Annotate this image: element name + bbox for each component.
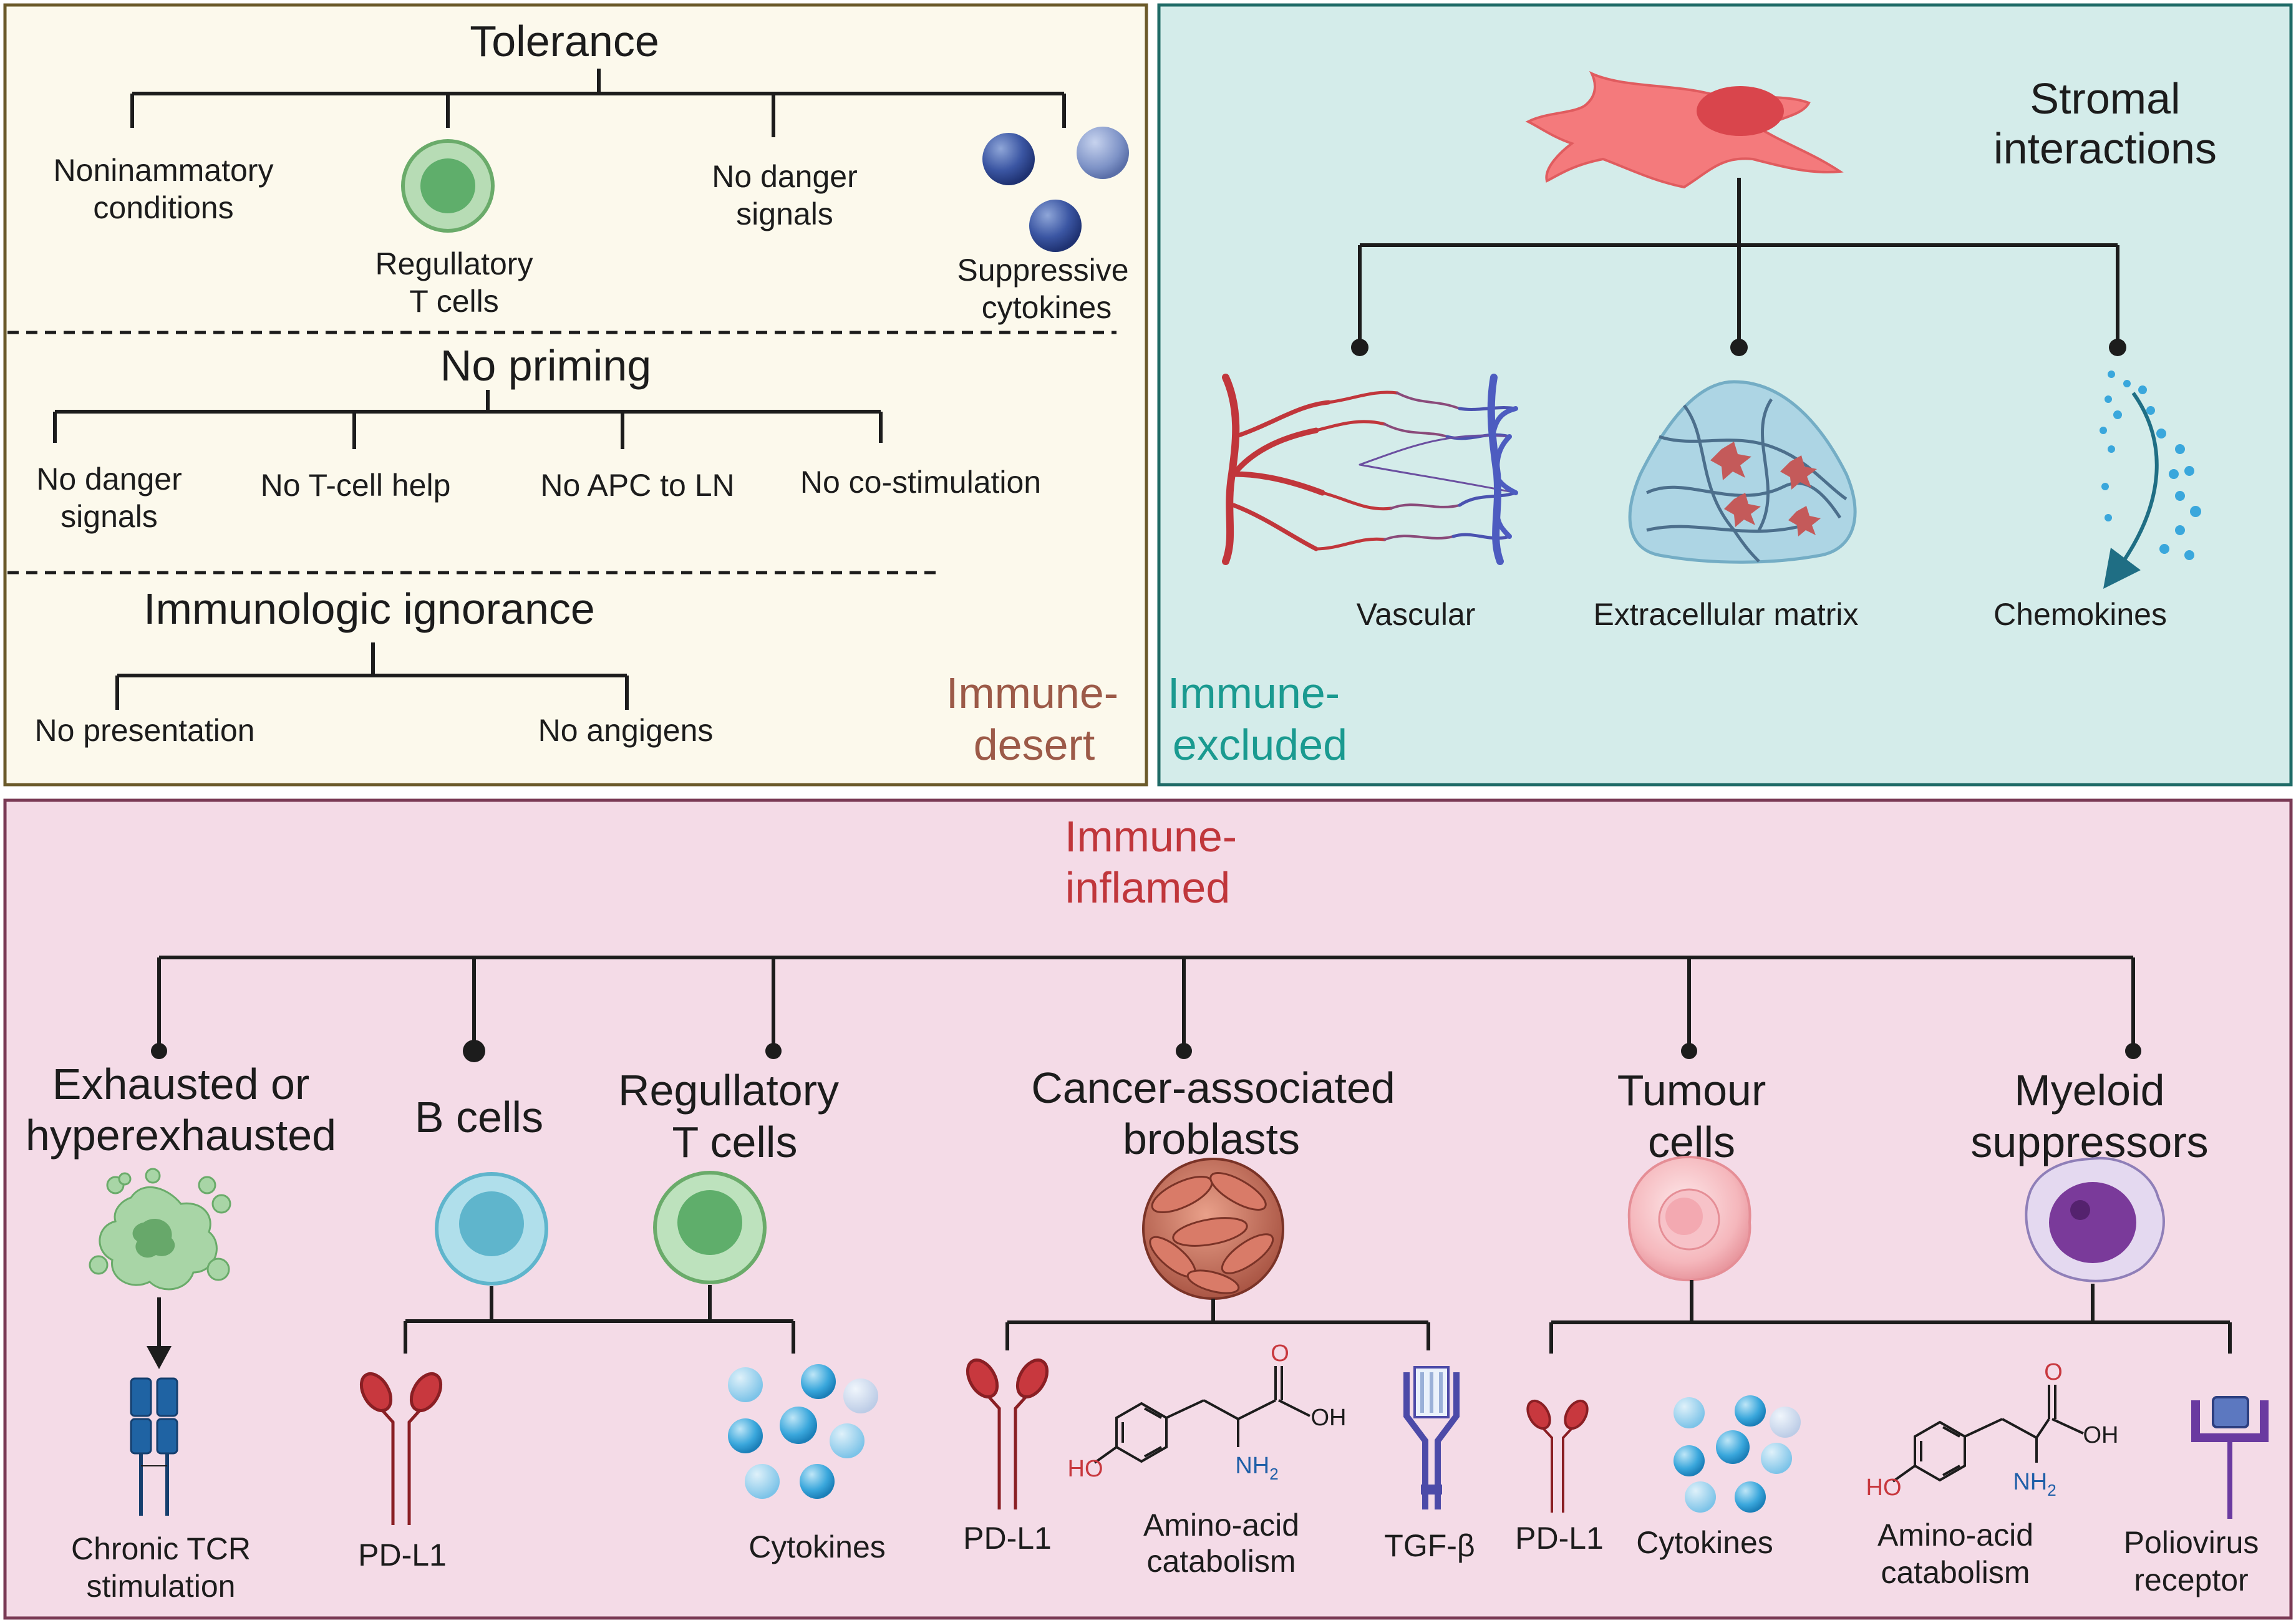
mech-bt-pdl1: PD-L1 — [358, 1538, 447, 1572]
cytokines-icon — [728, 1364, 878, 1499]
exhausted-t-cell-icon — [89, 1168, 231, 1291]
tolerance-item-signals: signals — [736, 196, 833, 231]
tolerance-item-tregs-2: T cells — [409, 284, 499, 319]
tyrosine-structure-icon — [1093, 1366, 1310, 1464]
chem-ho: HO — [1068, 1456, 1103, 1482]
tm-tree — [1549, 1280, 2232, 1354]
priming-item-no-tcell-help: No T-cell help — [261, 468, 451, 503]
stromal-heading: Stromal — [2030, 74, 2180, 123]
chem-o: O — [1271, 1340, 1289, 1367]
chem-oh: OH — [1311, 1405, 1347, 1431]
tolerance-item-noninflammatory: Noninammatory — [54, 153, 274, 188]
priming-item-no-danger-2: signals — [61, 499, 158, 534]
immune-desert-panel — [3, 3, 1148, 787]
mech-tgf-beta: TGF-β — [1384, 1528, 1475, 1563]
poliovirus-receptor-icon — [2191, 1396, 2269, 1519]
inflamed-group-myeloid: Myeloid — [2014, 1066, 2164, 1115]
chem-nh2: NH2 — [1235, 1453, 1278, 1483]
inflamed-group-caf: Cancer-associated — [1031, 1063, 1395, 1112]
tyrosine-structure-icon — [1892, 1385, 2084, 1483]
immune-inflamed-title: Immune- — [1065, 812, 1237, 861]
mech-tm-pdl1: PD-L1 — [1515, 1521, 1604, 1556]
inflamed-group-exhausted-2: hyperexhausted — [26, 1111, 336, 1160]
priming-tree — [53, 390, 883, 449]
ignorance-heading: Immunologic ignorance — [143, 584, 595, 633]
immune-excluded-title-2: excluded — [1173, 720, 1347, 769]
stromal-heading-2: interactions — [1993, 124, 2217, 173]
b-cell-icon — [435, 1172, 548, 1286]
tcr-icon — [130, 1377, 178, 1516]
mech-tm-cytokines: Cytokines — [1636, 1525, 1773, 1560]
fibroblast-icon — [1525, 70, 1844, 189]
caf-tree — [1005, 1299, 1430, 1350]
tolerance-item-noninflammatory-2: conditions — [93, 190, 233, 225]
ignorance-item-no-presentation: No presentation — [34, 713, 254, 748]
priming-item-no-danger: No danger — [36, 462, 182, 497]
inflamed-group-tumour: Tumour — [1617, 1066, 1766, 1115]
ignorance-item-no-antigens: No angigens — [538, 713, 714, 748]
excluded-item-chemokines: Chemokines — [1993, 597, 2167, 632]
caf-icon — [1142, 1158, 1284, 1300]
excluded-item-vascular: Vascular — [1357, 597, 1476, 632]
tolerance-item-tregs: Regullatory — [375, 246, 533, 281]
ignorance-tree — [115, 642, 629, 710]
inflamed-group-tregs: Regullatory — [618, 1066, 839, 1115]
pd-l1-icon — [966, 1359, 1049, 1509]
regulatory-t-cell-icon — [653, 1171, 767, 1284]
priming-item-no-costim: No co-stimulation — [800, 465, 1041, 500]
mech-bt-cytokines: Cytokines — [748, 1529, 886, 1564]
immune-desert-title: Immune- — [946, 669, 1118, 717]
tolerance-heading: Tolerance — [470, 17, 659, 65]
immune-inflamed-title-2: inflamed — [1065, 863, 1231, 912]
immune-desert-title-2: desert — [974, 720, 1095, 769]
tolerance-tree — [130, 69, 1066, 137]
inflamed-group-tregs-2: T cells — [672, 1118, 798, 1166]
inflamed-group-exhausted: Exhausted or — [52, 1060, 309, 1108]
mech-tm-aa-2: catabolism — [1881, 1555, 2030, 1590]
excluded-item-ecm: Extracellular matrix — [1593, 597, 1858, 632]
tolerance-item-no-danger: No danger — [712, 159, 858, 194]
mech-caf-aa: Amino-acid — [1143, 1508, 1299, 1543]
myeloid-cell-icon — [2025, 1156, 2165, 1282]
chem-oh: OH — [2083, 1422, 2119, 1448]
mech-pvr-2: receptor — [2134, 1562, 2248, 1597]
mech-chronic-tcr-2: stimulation — [87, 1569, 236, 1604]
pd-l1-icon — [359, 1372, 443, 1525]
tgf-beta-receptor-icon — [1403, 1366, 1460, 1509]
stromal-tree — [1358, 178, 2119, 346]
priming-item-no-apc: No APC to LN — [540, 468, 734, 503]
chem-nh2: NH2 — [2013, 1469, 2056, 1499]
inflamed-group-caf-2: broblasts — [1123, 1115, 1300, 1163]
extracellular-matrix-icon — [1628, 380, 1857, 564]
tolerance-item-suppressive: Suppressive — [957, 253, 1128, 288]
inflamed-group-bcells: B cells — [415, 1093, 543, 1141]
tolerance-item-suppressive-2: cytokines — [982, 290, 1112, 325]
tumour-cell-icon — [1627, 1155, 1751, 1282]
mech-pvr: Poliovirus — [2124, 1525, 2259, 1560]
cytokines-icon — [1674, 1395, 1801, 1513]
immune-excluded-title: Immune- — [1168, 669, 1340, 717]
mech-chronic-tcr: Chronic TCR — [71, 1531, 251, 1566]
inflamed-tree-dots — [151, 1040, 2141, 1062]
regulatory-t-cell-icon — [401, 139, 495, 233]
vasculature-icon — [1222, 374, 1518, 565]
chemokine-gradient-icon — [2100, 371, 2201, 589]
mech-caf-pdl1: PD-L1 — [963, 1521, 1052, 1556]
bt-tree — [404, 1285, 795, 1354]
suppressive-cytokines-icon — [982, 127, 1129, 252]
exhaustion-arrowhead — [147, 1346, 172, 1369]
mech-caf-aa-2: catabolism — [1147, 1544, 1296, 1579]
mech-tm-aa: Amino-acid — [1877, 1518, 2033, 1553]
stromal-tree-dots — [1351, 339, 2126, 356]
chem-o: O — [2044, 1359, 2063, 1385]
pd-l1-icon — [1526, 1399, 1589, 1513]
chem-ho: HO — [1866, 1475, 1902, 1501]
inflamed-tree — [157, 956, 2135, 1051]
priming-heading: No priming — [440, 341, 651, 390]
